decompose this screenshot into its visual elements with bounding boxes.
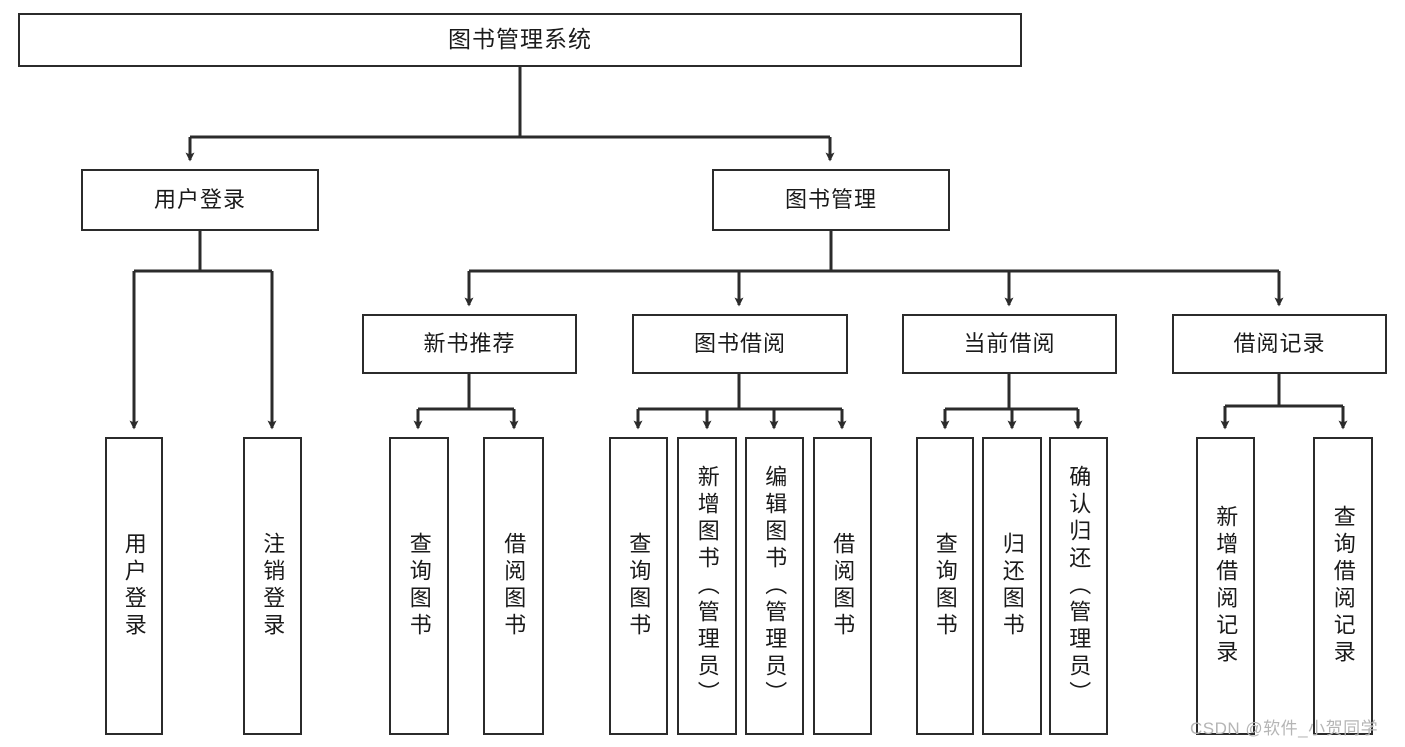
node-leaf-query-book-recommend-label: 查询图书	[406, 532, 432, 640]
node-leaf-edit-book-admin[interactable]: 编辑图书（管理员）	[745, 437, 804, 735]
node-book-manage-label: 图书管理	[784, 186, 877, 212]
node-new-book-recommend[interactable]: 新书推荐	[362, 314, 577, 374]
node-current-borrow-label: 当前借阅	[963, 330, 1056, 356]
node-leaf-borrow-book[interactable]: 借阅图书	[813, 437, 872, 735]
node-leaf-return-book-label: 归还图书	[999, 532, 1025, 640]
node-leaf-borrow-book-label: 借阅图书	[830, 532, 856, 640]
node-leaf-user-login-label: 用户登录	[121, 532, 147, 640]
node-leaf-confirm-return-admin[interactable]: 确认归还（管理员）	[1049, 437, 1108, 735]
node-leaf-query-borrow-record[interactable]: 查询借阅记录	[1313, 437, 1373, 735]
node-new-book-recommend-label: 新书推荐	[423, 330, 516, 356]
node-leaf-logout[interactable]: 注销登录	[243, 437, 302, 735]
node-book-borrow[interactable]: 图书借阅	[632, 314, 848, 374]
node-leaf-add-book-admin[interactable]: 新增图书（管理员）	[677, 437, 737, 735]
node-leaf-query-book-borrow[interactable]: 查询图书	[609, 437, 668, 735]
node-leaf-add-book-admin-label: 新增图书（管理员）	[694, 464, 720, 708]
node-leaf-user-login[interactable]: 用户登录	[105, 437, 163, 735]
node-root-system[interactable]: 图书管理系统	[18, 13, 1022, 67]
node-leaf-borrow-book-recommend-label: 借阅图书	[501, 532, 527, 640]
node-book-borrow-label: 图书借阅	[693, 330, 786, 356]
node-leaf-query-borrow-record-label: 查询借阅记录	[1330, 505, 1356, 667]
node-leaf-logout-label: 注销登录	[260, 532, 286, 640]
node-leaf-edit-book-admin-label: 编辑图书（管理员）	[762, 464, 788, 708]
node-borrow-record-label: 借阅记录	[1233, 330, 1326, 356]
node-current-borrow[interactable]: 当前借阅	[902, 314, 1117, 374]
node-leaf-return-book[interactable]: 归还图书	[982, 437, 1042, 735]
node-leaf-add-borrow-record[interactable]: 新增借阅记录	[1196, 437, 1255, 735]
node-leaf-query-book-recommend[interactable]: 查询图书	[389, 437, 449, 735]
node-user-login-label: 用户登录	[153, 186, 246, 212]
node-leaf-confirm-return-admin-label: 确认归还（管理员）	[1066, 464, 1092, 708]
node-leaf-query-book-borrow-label: 查询图书	[626, 532, 652, 640]
node-leaf-query-book-current-label: 查询图书	[932, 532, 958, 640]
node-leaf-borrow-book-recommend[interactable]: 借阅图书	[483, 437, 544, 735]
node-user-login[interactable]: 用户登录	[81, 169, 319, 231]
node-root-label: 图书管理系统	[448, 26, 592, 53]
node-leaf-add-borrow-record-label: 新增借阅记录	[1213, 505, 1239, 667]
node-leaf-query-book-current[interactable]: 查询图书	[916, 437, 974, 735]
csdn-watermark: CSDN @软件_小贺同学	[1190, 719, 1379, 738]
node-borrow-record[interactable]: 借阅记录	[1172, 314, 1387, 374]
node-book-manage[interactable]: 图书管理	[712, 169, 950, 231]
